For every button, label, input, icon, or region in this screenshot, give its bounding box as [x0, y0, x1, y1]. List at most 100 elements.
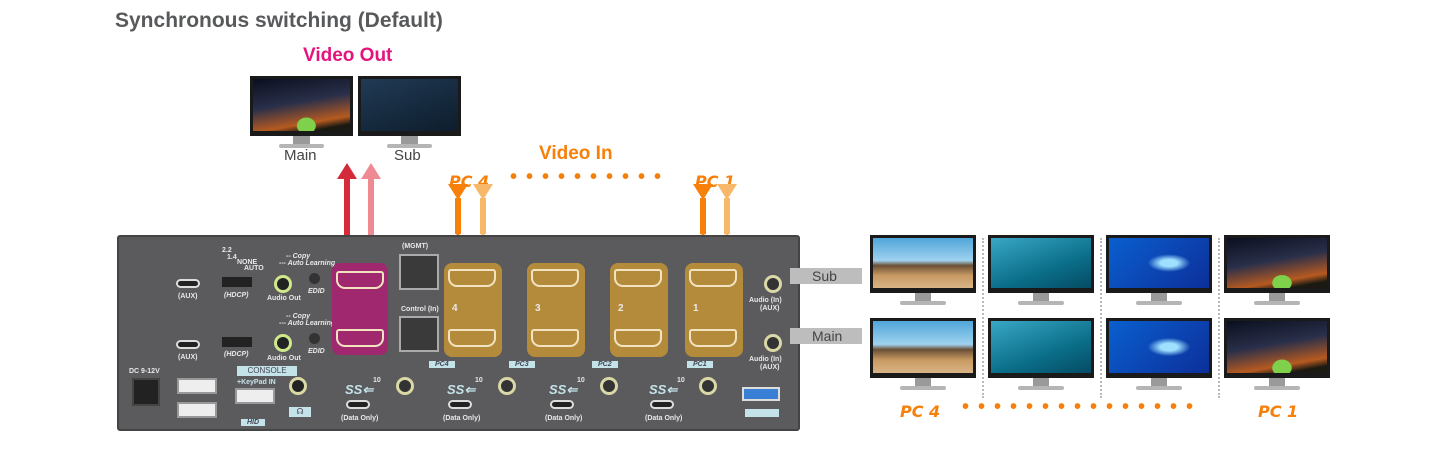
audio-out-label: Audio Out — [267, 295, 301, 302]
usb-speed: 10 — [373, 377, 381, 384]
dotted-connector: •••••••••• — [510, 166, 671, 188]
main-output-monitor — [250, 76, 353, 148]
pc2-tag: PC2 — [592, 361, 618, 368]
pc2-sub-monitor — [1106, 235, 1212, 305]
aux-usbc-port-1 — [176, 279, 200, 288]
hdcp-option: AUTO — [244, 265, 264, 272]
usb-speed: 10 — [677, 377, 685, 384]
data-only-label: (Data Only) — [645, 415, 683, 422]
page-title: Synchronous switching (Default) — [115, 9, 443, 32]
data-only-label: (Data Only) — [545, 415, 583, 422]
edid-label: EDID — [308, 288, 325, 295]
audio-jack-pc4 — [396, 377, 414, 395]
pc1-tag: PC1 — [687, 361, 713, 368]
usb-a-port — [742, 387, 780, 401]
bottom-from-label: PC 4 — [900, 402, 941, 421]
audio-jack-pc3 — [498, 377, 516, 395]
hdcp-switch-2[interactable] — [222, 337, 252, 347]
control-in-label: Control (In) — [401, 306, 439, 313]
pc4-main-monitor — [870, 318, 976, 390]
keypad-usb-port — [235, 388, 275, 404]
dc-power-label: DC 9-12V — [129, 368, 160, 375]
pc4-tag: PC4 — [429, 361, 455, 368]
audio-in-label: Audio (In) — [749, 297, 782, 304]
pc1-main-monitor — [1224, 318, 1330, 390]
keypad-label: +KeyPad IN — [237, 379, 276, 386]
mgmt-label: (MGMT) — [402, 243, 429, 250]
data-only-label: (Data Only) — [443, 415, 481, 422]
usb-speed: 10 — [577, 377, 585, 384]
video-in-label: Video In — [539, 143, 613, 164]
console-usb-port-1 — [177, 378, 217, 394]
main-hdmi-out — [336, 271, 384, 289]
divider — [982, 238, 984, 398]
auto-learning-label: --- Auto Learning — [279, 260, 336, 267]
console-tag: CONSOLE — [237, 366, 297, 376]
bottom-to-label: PC 1 — [1258, 402, 1299, 421]
aux-label: (AUX) — [178, 293, 198, 300]
audio-out-label: Audio Out — [267, 355, 301, 362]
usbc-data-port-pc4 — [346, 400, 370, 409]
hdcp-label: (HDCP) — [224, 351, 249, 358]
pc3-main-monitor — [988, 318, 1094, 390]
copy-label: -- Copy — [286, 313, 311, 320]
aux-usbc-port-2 — [176, 340, 200, 349]
usb-speed: 10 — [475, 377, 483, 384]
pc1-main-in-arrow — [693, 184, 713, 248]
divider — [1100, 238, 1102, 398]
pc3-sub-monitor — [988, 235, 1094, 305]
sub-monitor-label: Sub — [394, 147, 421, 164]
sub-output-arrow-label: Sub — [790, 268, 862, 284]
audio-jack-pc2 — [600, 377, 618, 395]
edid-button-2[interactable] — [309, 333, 320, 344]
aux-label: (AUX) — [178, 354, 198, 361]
pc1-sub-monitor — [1224, 235, 1330, 305]
pc4-sub-in-arrow — [473, 184, 493, 248]
audio-in-jack-main — [764, 334, 782, 352]
sub-output-arrow — [361, 163, 381, 255]
usbc-data-port-pc3 — [448, 400, 472, 409]
audio-in-label: Audio (In) — [749, 356, 782, 363]
control-in-port — [399, 316, 439, 352]
audio-in-jack-sub — [764, 275, 782, 293]
dotted-connector: ••••••••••••••• — [962, 396, 1203, 418]
hdcp-switch-1[interactable] — [222, 277, 252, 287]
auto-learning-label: --- Auto Learning — [279, 320, 336, 327]
usbc-data-port-pc1 — [650, 400, 674, 409]
main-output-arrow — [337, 163, 357, 255]
video-out-label: Video Out — [303, 45, 393, 66]
audio-out-jack-1 — [274, 275, 292, 293]
console-usb-port-2 — [177, 402, 217, 418]
mgmt-port — [399, 254, 439, 290]
edid-label: EDID — [308, 348, 325, 355]
divider — [1218, 238, 1220, 398]
hdcp-option: NONE — [237, 259, 258, 266]
hdcp-option: 1.4 — [227, 254, 237, 261]
audio-out-jack-2 — [274, 334, 292, 352]
kvm-rear-panel: (AUX) (AUX) 2.2 1.4 NONE AUTO (HDCP) (HD… — [117, 235, 800, 431]
headphone-icon: ☊ — [289, 407, 311, 417]
console-hdmi-output-block — [332, 263, 388, 355]
hid-tag: HID — [241, 419, 266, 426]
pc3-tag: PC3 — [509, 361, 535, 368]
sub-output-monitor — [358, 76, 461, 148]
sub-hdmi-out — [336, 329, 384, 347]
audio-jack-pc1 — [699, 377, 717, 395]
usbc-data-port-pc2 — [550, 400, 574, 409]
copy-label: -- Copy — [286, 253, 311, 260]
audio-in-aux-label: (AUX) — [760, 364, 780, 371]
pc3-hdmi-inputs: 3 — [527, 263, 585, 357]
data-only-label: (Data Only) — [341, 415, 379, 422]
audio-in-aux-label: (AUX) — [760, 305, 780, 312]
main-monitor-label: Main — [284, 147, 317, 164]
pc1-sub-in-arrow — [717, 184, 737, 248]
pc4-hdmi-inputs: 4 — [444, 263, 502, 357]
pc4-sub-monitor — [870, 235, 976, 305]
headphone-jack — [289, 377, 307, 395]
edid-button-1[interactable] — [309, 273, 320, 284]
hdcp-option: 2.2 — [222, 247, 232, 254]
usb-icon — [745, 409, 779, 417]
main-output-arrow-label: Main — [790, 328, 862, 344]
dc-power-jack — [132, 378, 160, 406]
pc1-hdmi-inputs: 1 — [685, 263, 743, 357]
